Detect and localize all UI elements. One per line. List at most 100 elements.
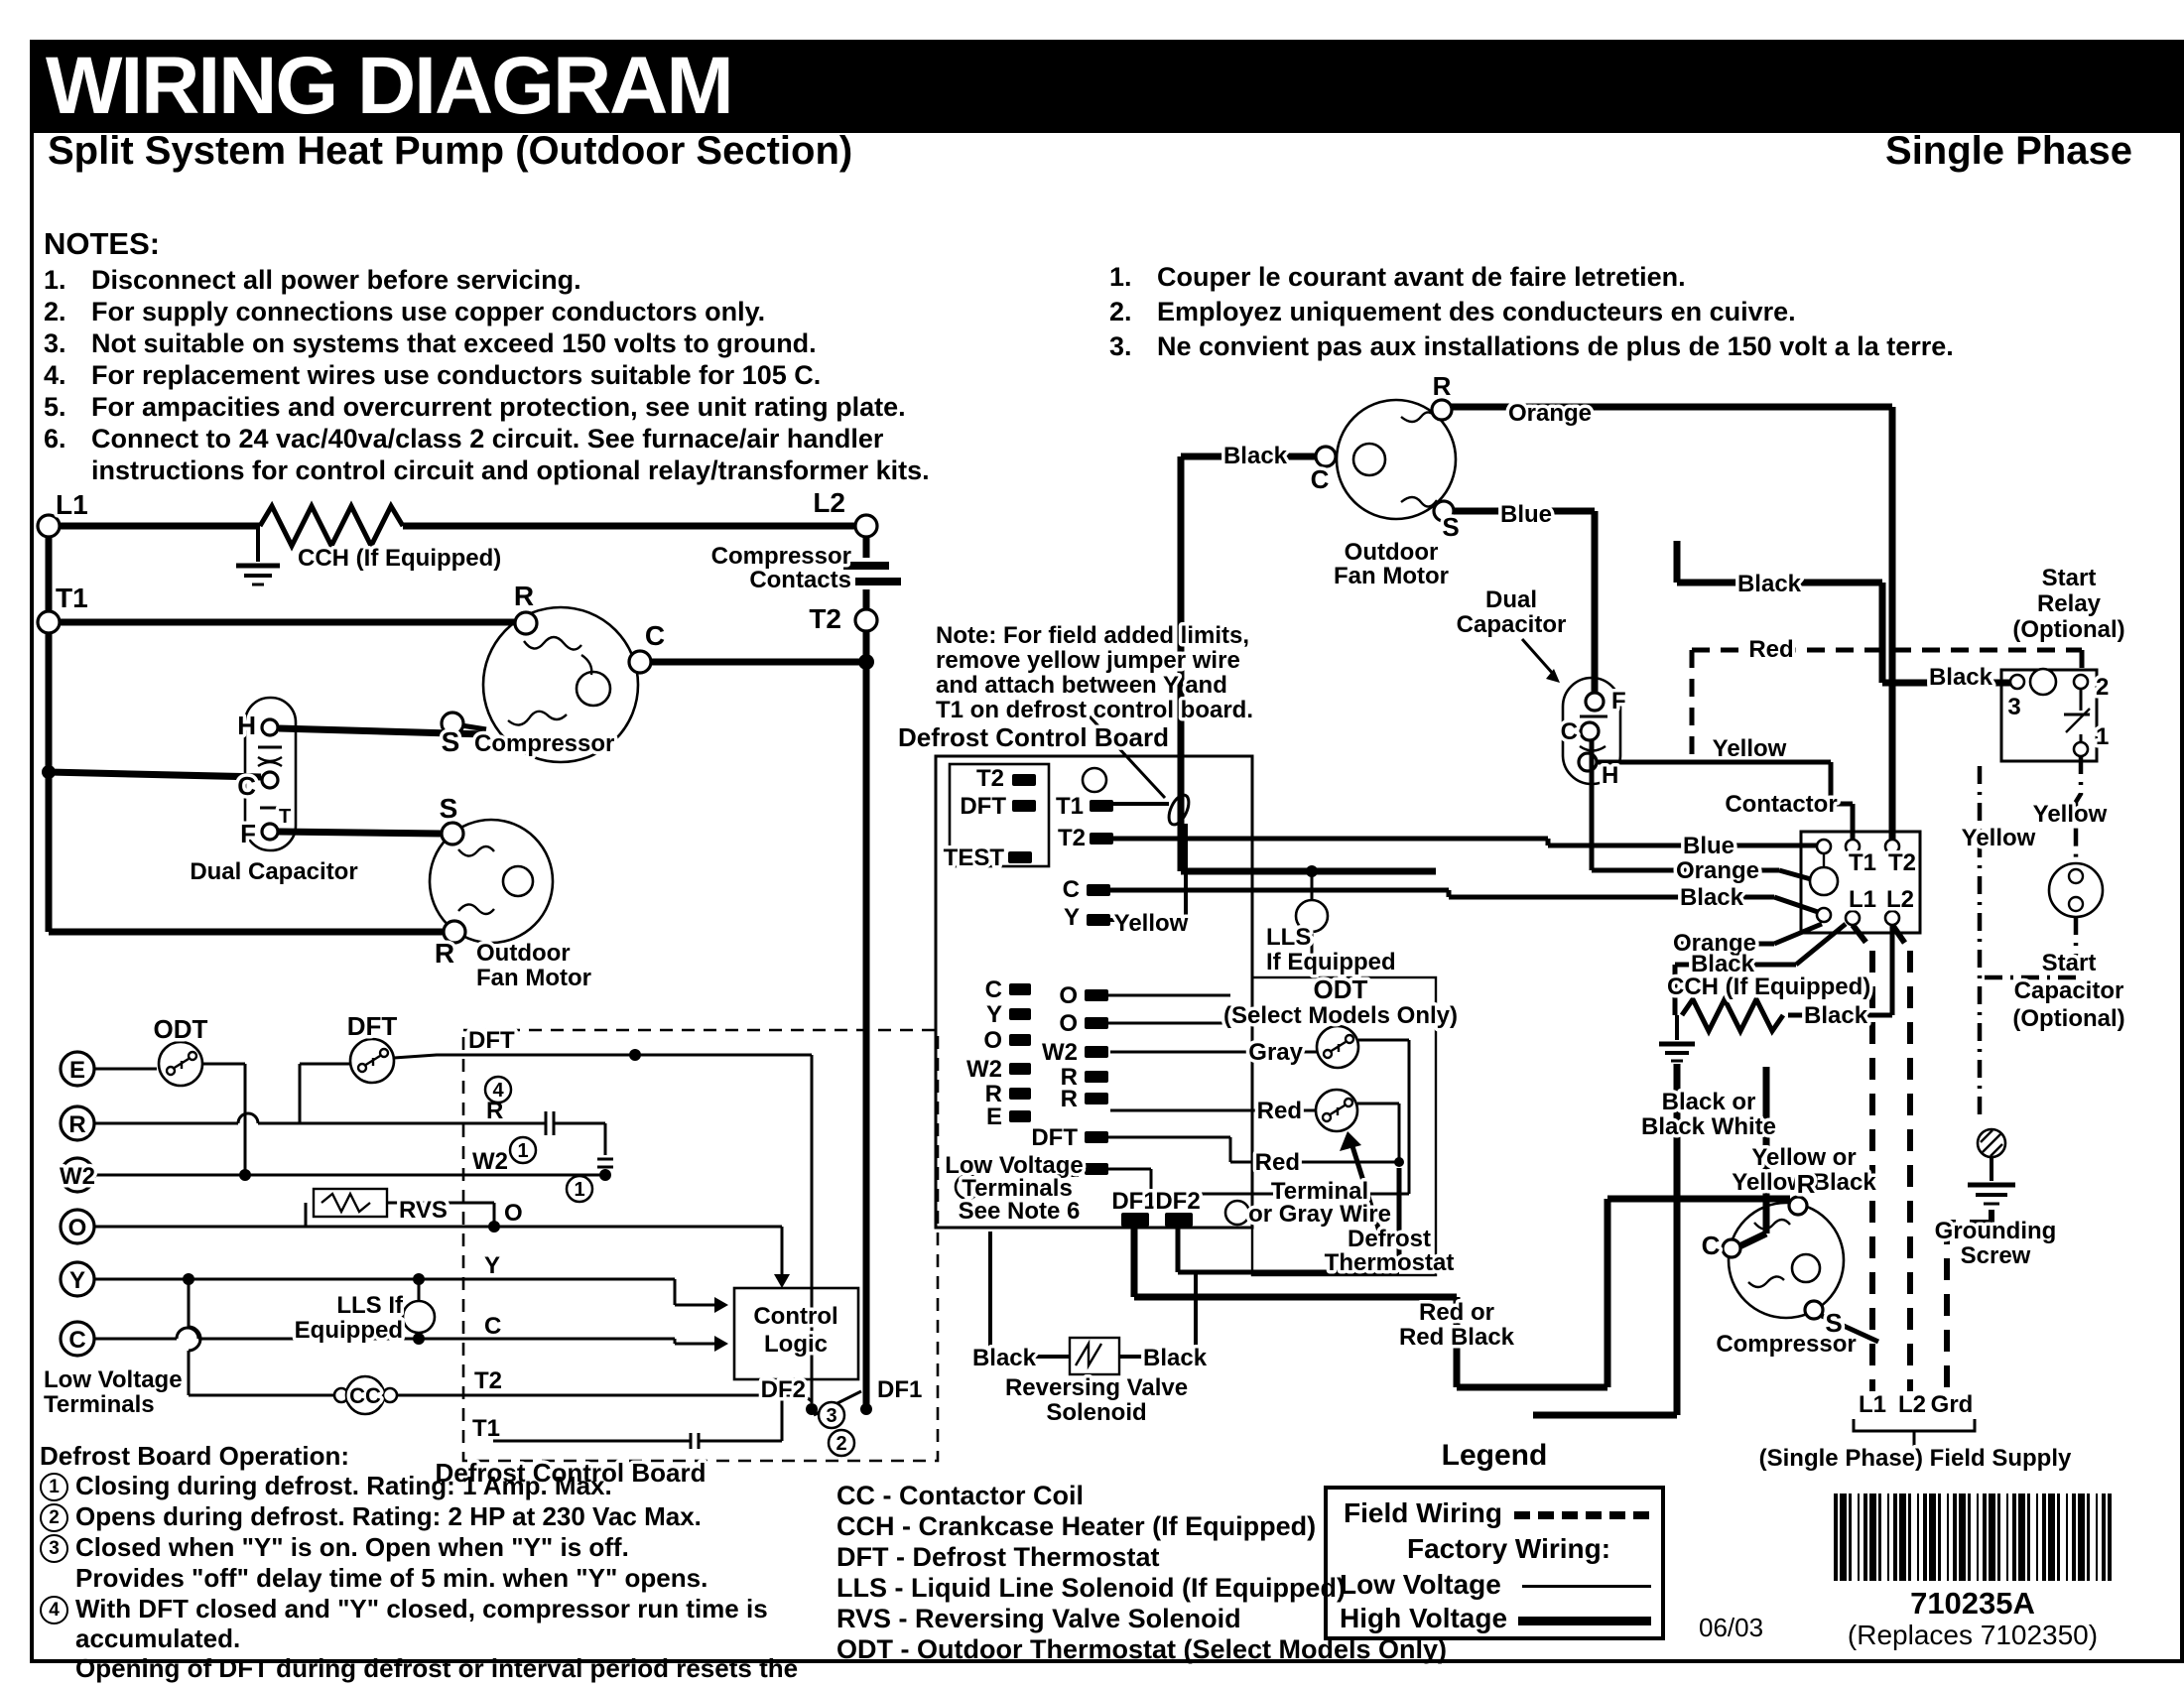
diagram-label: T2 bbox=[1888, 849, 1916, 876]
diagram-label: Note: For field added limits, bbox=[936, 622, 1249, 649]
note-text: Not suitable on systems that exceed 150 … bbox=[91, 328, 817, 358]
diagram-label: Red bbox=[1257, 1098, 1302, 1124]
legend-high-voltage: High Voltage bbox=[1340, 1603, 1508, 1633]
diagram-label: Low Voltage bbox=[945, 1152, 1084, 1179]
diagram-label: Outdoor bbox=[476, 940, 571, 967]
dual-cap-arrow bbox=[1520, 638, 1556, 676]
contact-icon bbox=[544, 1111, 556, 1135]
note-text: Employez uniquement des conducteurs en c… bbox=[1157, 297, 1796, 326]
diagram-label: T2 bbox=[976, 765, 1004, 792]
screw-hole-icon bbox=[1223, 1199, 1251, 1227]
defrost-ops-item: 1 Closing during defrost. Rating: 1 Amp.… bbox=[40, 1471, 834, 1501]
phase-label: Single Phase bbox=[1885, 129, 2132, 173]
diagram-label: Terminals bbox=[962, 1175, 1073, 1202]
defrost-ops-heading: Defrost Board Operation: bbox=[40, 1441, 350, 1471]
circled-number-text: 1 bbox=[574, 1179, 584, 1201]
diagram-label: L2 bbox=[813, 487, 845, 518]
diagram-label: Black bbox=[1691, 951, 1755, 977]
diagram-label: O bbox=[68, 1215, 87, 1241]
note-number: 4. bbox=[44, 360, 66, 390]
diagram-label: F bbox=[240, 819, 256, 848]
diagram-label: and attach between Y and bbox=[936, 672, 1227, 699]
defrost-ops-list: 1 Closing during defrost. Rating: 1 Amp.… bbox=[40, 1471, 834, 1688]
legend-title: Legend bbox=[1441, 1439, 1548, 1472]
defrost-board-outline bbox=[461, 1028, 940, 1463]
diagram-label: T2 bbox=[809, 603, 841, 634]
abbreviation-item: RVS - Reversing Valve Solenoid bbox=[836, 1604, 1241, 1633]
note-item: 3. Not suitable on systems that exceed 1… bbox=[44, 327, 1056, 359]
diagram-label: W2 bbox=[966, 1056, 1002, 1083]
diagram-label: Reversing Valve bbox=[1005, 1374, 1188, 1401]
diagram-label: Equipped bbox=[295, 1317, 403, 1344]
diagram-label: Defrost Control Board bbox=[436, 1458, 707, 1488]
diagram-label: O bbox=[1059, 982, 1078, 1009]
yellow-wire bbox=[1597, 759, 1856, 840]
diagram-label: Orange bbox=[1508, 400, 1592, 427]
diagram-label: R bbox=[435, 938, 454, 969]
dual-capacitor-icon bbox=[243, 696, 298, 852]
diagram-label: Start bbox=[2042, 565, 2097, 591]
diagram-label: C bbox=[68, 1327, 85, 1354]
field-wiring-line-sample bbox=[1514, 1511, 1649, 1519]
diagram-label: R bbox=[514, 581, 534, 611]
diagram-label: Fan Motor bbox=[1334, 563, 1449, 589]
diagram-label: CCH (If Equipped) bbox=[1667, 974, 1870, 1000]
circled-number-icon bbox=[817, 1400, 846, 1430]
defrost-ops-text: Closing during defrost. Rating: 1 Amp. M… bbox=[75, 1471, 612, 1500]
notes-french: 1. Couper le courant avant de faire letr… bbox=[1109, 260, 2141, 364]
defrost-ops-item: 3 Closed when "Y" is on. Open when "Y" i… bbox=[40, 1532, 834, 1563]
diagram-label: C bbox=[237, 771, 256, 801]
abbreviation-item: CC - Contactor Coil bbox=[836, 1481, 1084, 1510]
diagram-label: Terminal bbox=[1271, 1178, 1368, 1205]
diagram-label: Defrost Control Board bbox=[898, 722, 1169, 752]
diagram-label: If Equipped bbox=[1266, 949, 1396, 975]
circled-number-icon bbox=[483, 1075, 513, 1104]
l2-field-wire bbox=[1889, 923, 1913, 1391]
diagram-label: Yellow bbox=[2033, 801, 2108, 828]
note-text: instructions for control circuit and opt… bbox=[91, 455, 930, 485]
note-item: instructions for control circuit and opt… bbox=[44, 454, 1056, 486]
diagram-label: Compressor bbox=[474, 730, 614, 757]
control-logic-box bbox=[732, 1286, 860, 1381]
diagram-label: O bbox=[504, 1200, 523, 1227]
diagram-label: S bbox=[1442, 512, 1459, 542]
diagram-label: Black bbox=[1929, 664, 1993, 691]
grd-field-wire bbox=[1944, 1210, 1994, 1391]
abbreviation-item: DFT - Defrost Thermostat bbox=[836, 1542, 1160, 1572]
diagram-label: (Select Models Only) bbox=[1223, 1002, 1458, 1029]
diagram-label: T1 on defrost control board. bbox=[936, 697, 1253, 723]
diagram-label: Gray bbox=[1248, 1039, 1303, 1066]
diagram-label: R bbox=[68, 1111, 85, 1138]
diagram-label: T1 bbox=[1849, 849, 1876, 876]
page-title: WIRING DIAGRAM bbox=[46, 41, 734, 131]
left-defrost-board bbox=[59, 1028, 940, 1463]
start-relay-icon bbox=[1999, 667, 2099, 763]
diagram-label: (Optional) bbox=[2012, 616, 2124, 643]
diagram-label: R bbox=[1061, 1064, 1078, 1091]
lls-solenoid-icon bbox=[401, 1299, 437, 1335]
compressor-contacts-icon bbox=[843, 562, 889, 570]
notes-heading: NOTES: bbox=[44, 226, 161, 261]
note-item: 5. For ampacities and overcurrent protec… bbox=[44, 391, 1056, 423]
note-item: 6. Connect to 24 vac/40va/class 2 circui… bbox=[44, 423, 1056, 454]
diagram-label: R bbox=[1797, 1169, 1816, 1199]
diagram-label: L2 bbox=[1898, 1391, 1926, 1418]
diagram-label: E bbox=[69, 1057, 85, 1084]
diagram-label: T2 bbox=[474, 1367, 502, 1394]
diagram-label: L1 bbox=[1849, 886, 1876, 913]
diagram-label: Black or bbox=[1662, 1089, 1756, 1115]
diagram-label: ODT bbox=[154, 1014, 208, 1044]
diagram-label: (Single Phase) Field Supply bbox=[1759, 1445, 2072, 1472]
diagram-label: Yellow Black bbox=[1732, 1169, 1876, 1196]
circled-number: 3 bbox=[40, 1532, 75, 1563]
circled-number-icon bbox=[508, 1135, 538, 1165]
diagram-label: Black bbox=[1223, 443, 1288, 469]
sheet-border bbox=[30, 40, 2184, 1663]
screw-hole-icon bbox=[1081, 766, 1108, 794]
circled-number-text: 3 bbox=[826, 1405, 836, 1427]
diagram-label: W2 bbox=[1042, 1039, 1078, 1066]
diagram-label: T1 bbox=[1056, 793, 1084, 820]
diagram-label: Thermostat bbox=[1325, 1249, 1455, 1276]
diagram-label: Yellow or bbox=[1751, 1144, 1856, 1171]
